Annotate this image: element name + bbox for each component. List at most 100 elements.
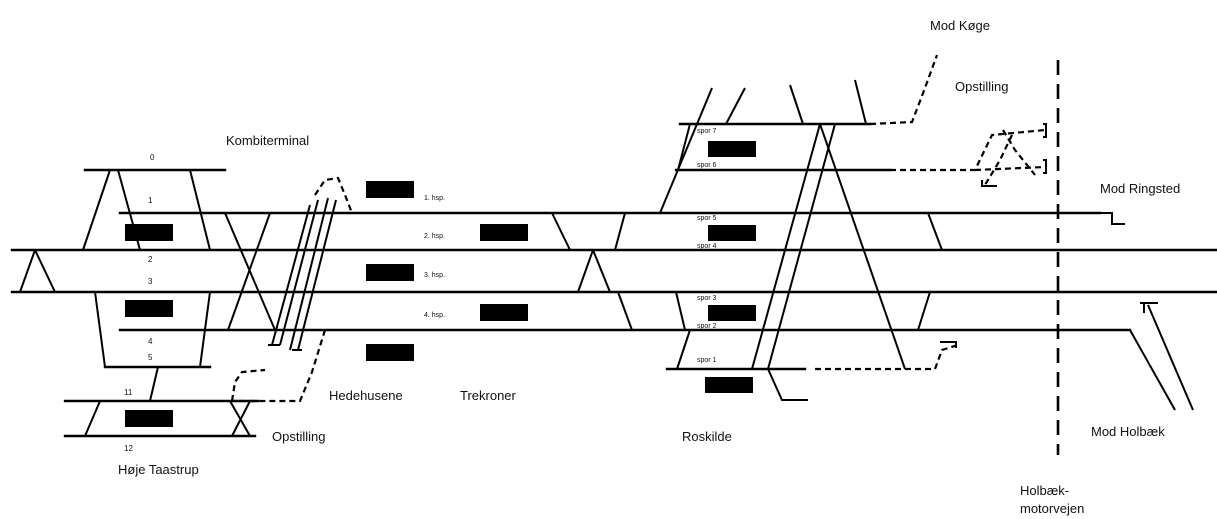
siding xyxy=(297,199,337,351)
platform xyxy=(366,264,414,281)
platform xyxy=(708,225,756,241)
buffer-stop xyxy=(1140,302,1158,313)
siding xyxy=(271,204,311,346)
track-number-5: 5 xyxy=(148,353,153,362)
buffer-stop xyxy=(940,341,957,348)
switch xyxy=(789,84,804,125)
siding xyxy=(279,199,319,346)
east-siding xyxy=(815,341,959,371)
label-holbaek-motorvejen-line-2: motorvejen xyxy=(1020,501,1084,516)
crossover xyxy=(767,123,836,370)
siding-dashed xyxy=(974,165,1046,172)
spor-label-3: spor 3 xyxy=(697,295,717,302)
switch xyxy=(577,249,594,293)
platform xyxy=(125,410,173,427)
hoeje-taastrup-station: 0 1 2 3 4 5 11 12 Høje Taastrup xyxy=(19,153,276,477)
spor-label-1: spor 1 xyxy=(697,357,717,364)
switch xyxy=(199,291,211,368)
opstilling-left: Opstilling xyxy=(230,329,327,444)
label-kombiterminal: Kombiterminal xyxy=(226,133,309,148)
switch xyxy=(82,169,111,251)
switch xyxy=(189,169,211,251)
switch xyxy=(677,123,691,171)
spor-label-7: spor 7 xyxy=(697,128,717,135)
switch xyxy=(149,366,159,402)
platform xyxy=(708,305,756,321)
switch xyxy=(34,249,56,293)
switch xyxy=(854,79,867,125)
kombiterminal-spur: Kombiterminal xyxy=(226,133,354,351)
label-mod-koege: Mod Køge xyxy=(930,18,990,33)
siding-dashed xyxy=(1002,129,1036,176)
opstilling-right: Opstilling xyxy=(890,79,1047,187)
siding-dashed xyxy=(230,368,266,402)
line-to-holbaek xyxy=(1147,304,1194,411)
switch xyxy=(617,291,633,331)
west-exits: Mod Ringsted Mod Holbæk xyxy=(1091,181,1194,439)
label-holbaek-motorvejen-line-1: Holbæk- xyxy=(1020,483,1069,498)
crossover xyxy=(751,123,821,370)
holbaek-motorvej: Holbæk- motorvejen xyxy=(1020,60,1084,516)
station-label-hoeje-taastrup: Høje Taastrup xyxy=(118,462,199,477)
switch xyxy=(19,249,36,293)
siding-dashed xyxy=(815,343,959,371)
crossover xyxy=(231,400,251,437)
station-label-hedehusene: Hedehusene xyxy=(329,388,403,403)
main-track-label-4: 4. hsp. xyxy=(424,312,445,319)
label-opstilling-right: Opstilling xyxy=(955,79,1008,94)
track-number-1: 1 xyxy=(148,196,153,205)
label-mod-ringsted: Mod Ringsted xyxy=(1100,181,1180,196)
platform xyxy=(705,377,753,393)
switch xyxy=(94,291,106,368)
platform xyxy=(366,181,414,198)
track-number-2: 2 xyxy=(148,255,153,264)
spor-label-4: spor 4 xyxy=(697,243,717,250)
station-label-roskilde: Roskilde xyxy=(682,429,732,444)
platform xyxy=(366,344,414,361)
switch xyxy=(675,291,686,331)
platform xyxy=(708,141,756,157)
trekroner-station: Trekroner xyxy=(460,212,633,403)
main-tracks xyxy=(10,211,1217,332)
buffer-stop xyxy=(981,180,997,187)
platform xyxy=(125,224,173,241)
crossover xyxy=(227,212,271,331)
switch xyxy=(551,212,571,251)
track-number-3: 3 xyxy=(148,277,153,286)
label-opstilling-left: Opstilling xyxy=(272,429,325,444)
koege-branch: Mod Køge xyxy=(869,18,990,126)
hedehusene-station: 1. hsp. 2. hsp. 3. hsp. 4. hsp. Hedehuse… xyxy=(329,181,445,403)
line-to-koege xyxy=(869,54,939,126)
platform xyxy=(125,300,173,317)
switch xyxy=(927,212,943,251)
switch xyxy=(659,87,713,214)
spor-label-6: spor 6 xyxy=(697,162,717,169)
track-number-4: 4 xyxy=(148,337,153,346)
siding xyxy=(289,197,329,351)
siding-dashed xyxy=(314,176,354,214)
main-track-label-3: 3. hsp. xyxy=(424,272,445,279)
switch xyxy=(84,400,101,437)
main-track-label-2: 2. hsp. xyxy=(424,233,445,240)
switch xyxy=(917,291,931,331)
spor-label-2: spor 2 xyxy=(697,323,717,330)
switch xyxy=(614,212,626,251)
track-number-12: 12 xyxy=(124,444,133,453)
track-number-0: 0 xyxy=(150,153,155,162)
buffer-stop xyxy=(1100,212,1125,225)
roskilde-station: spor 7 spor 6 spor 5 spor 4 spor 3 spor … xyxy=(659,79,943,444)
switch xyxy=(592,249,611,293)
siding-dashed xyxy=(232,329,327,403)
line-to-holbaek xyxy=(1129,329,1176,411)
switch xyxy=(725,87,746,125)
platform xyxy=(480,304,528,321)
buffer-stop xyxy=(1043,123,1047,138)
buffer-stop xyxy=(1043,159,1047,174)
siding xyxy=(767,368,808,401)
switch xyxy=(676,329,691,370)
label-mod-holbaek: Mod Holbæk xyxy=(1091,424,1165,439)
station-label-trekroner: Trekroner xyxy=(460,388,517,403)
spor-label-5: spor 5 xyxy=(697,215,717,222)
siding-dashed xyxy=(890,128,1046,172)
